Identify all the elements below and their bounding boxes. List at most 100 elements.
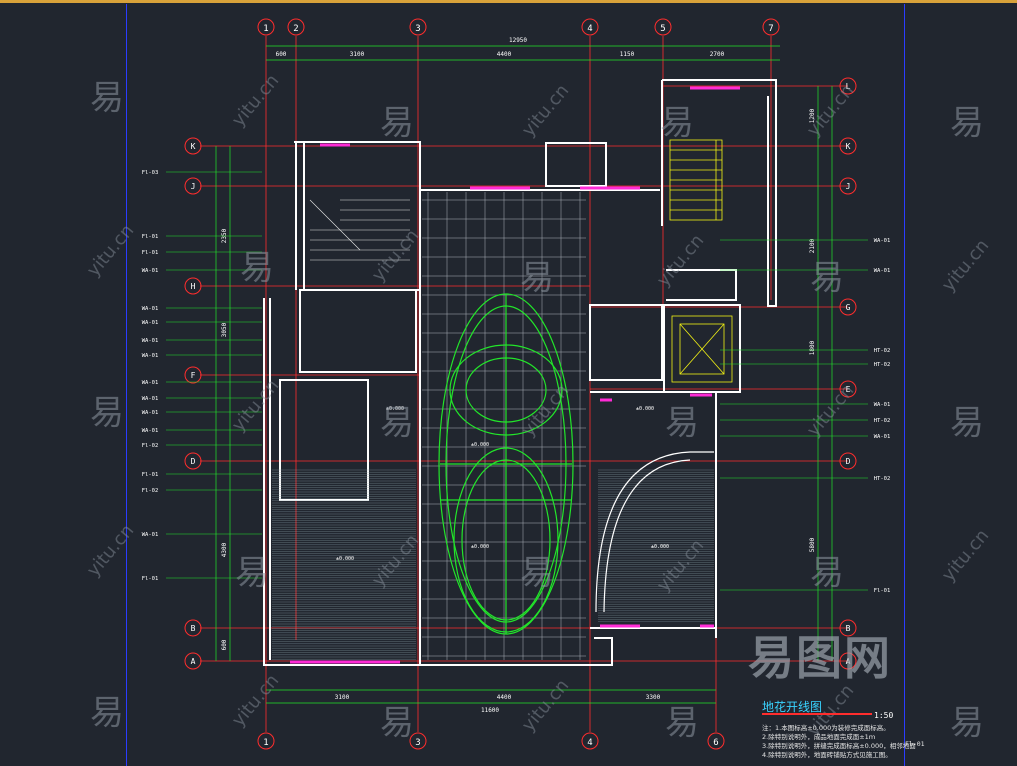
material-tag-left: WA-01 xyxy=(142,396,159,402)
room-elevation: ±0.000 xyxy=(386,406,404,412)
dim-right-segment: 2100 xyxy=(809,238,816,253)
grid-label-top: 7 xyxy=(768,24,773,34)
grid-label-top: 2 xyxy=(293,24,298,34)
material-tag-left: WA-01 xyxy=(142,428,159,434)
stairs-left-white xyxy=(309,199,410,261)
dim-top-segment: 3100 xyxy=(350,51,365,58)
grid-bubble-right xyxy=(839,452,857,470)
room-elevation: ±0.000 xyxy=(471,442,489,448)
sheet-border-right xyxy=(904,4,905,766)
grid-bubble-top xyxy=(654,18,672,36)
grid-label-top: 3 xyxy=(415,24,420,34)
grid-bubble-bottom xyxy=(257,732,275,750)
grid-label-top: 5 xyxy=(660,24,665,34)
dim-top-segment: 1150 xyxy=(620,51,635,58)
dim-bottom-total: 11600 xyxy=(481,707,499,714)
dimension-lines xyxy=(215,45,833,704)
grid-label-left: A xyxy=(191,657,196,666)
dim-left-segment: 3050 xyxy=(221,322,228,337)
room-elevation: ±0.000 xyxy=(336,556,354,562)
grid-bubble-right xyxy=(839,77,857,95)
grid-label-bottom: 4 xyxy=(587,738,592,748)
dim-top-segment: 2700 xyxy=(710,51,725,58)
grid-bubble-right xyxy=(839,177,857,195)
material-tag-left: WA-01 xyxy=(142,380,159,386)
grid-label-right: L xyxy=(846,82,851,91)
grid-label-right: A xyxy=(846,657,851,666)
magenta-markers xyxy=(290,86,740,664)
dim-right-segment: 1200 xyxy=(809,108,816,123)
grid-label-bottom: 3 xyxy=(415,738,420,748)
dim-right-segment: 5800 xyxy=(809,537,816,552)
grid-label-left: B xyxy=(191,624,196,633)
material-tag-left: WA-01 xyxy=(142,268,159,274)
watermark-char: 易 xyxy=(520,553,554,593)
dim-bottom-segment: 4400 xyxy=(497,694,512,701)
watermark-char: 易 xyxy=(240,248,274,288)
watermark-char: 易 xyxy=(90,78,124,118)
room-elevation: ±0.000 xyxy=(636,406,654,412)
top-accent-line xyxy=(0,0,1017,3)
watermark-char: 易 xyxy=(950,703,984,743)
drawing-scale: 1:50 xyxy=(874,711,894,720)
grid-bubble-left xyxy=(184,177,202,195)
room-elevation: ±0.000 xyxy=(651,544,669,550)
grid-bubble-top xyxy=(409,18,427,36)
grid-bubble-right xyxy=(839,652,857,670)
note-line: 3.除特别说明外，拼缝完成面标高±0.000，相邻地面 xyxy=(762,742,916,750)
bedroom-right-arc xyxy=(595,451,714,613)
corner-material-tag: Fl-01 xyxy=(905,740,925,748)
grid-label-left: H xyxy=(191,282,196,291)
grid-label-right: K xyxy=(846,142,851,151)
grid-label-left: D xyxy=(191,457,196,466)
grid-label-right: J xyxy=(846,182,851,191)
grid-label-right: E xyxy=(846,385,851,394)
drawing-notes: 注：1.本图标高±0.000为装修完成面标高。 2.除特别说明外，成品地面完成面… xyxy=(762,724,916,760)
watermark-char: 易 xyxy=(950,403,984,443)
dim-left-segment: 4300 xyxy=(221,542,228,557)
watermark-char: 易 xyxy=(90,393,124,433)
material-tag-right: HT-02 xyxy=(874,362,891,368)
grid-bubble-bottom xyxy=(707,732,725,750)
material-tag-right: Fl-01 xyxy=(874,588,891,594)
dim-bottom-segment: 3100 xyxy=(335,694,350,701)
material-tag-left: WA-01 xyxy=(142,320,159,326)
material-tag-left: WA-01 xyxy=(142,410,159,416)
grid-bubble-left xyxy=(184,277,202,295)
note-line: 2.除特别说明外，成品地面完成面±1ｍ xyxy=(762,733,876,741)
grid-bubble-bottom xyxy=(581,732,599,750)
central-floor-medallion xyxy=(438,293,574,635)
watermark-char: 易 xyxy=(380,103,414,143)
material-tag-left: WA-01 xyxy=(142,353,159,359)
dim-top-segment: 600 xyxy=(276,51,287,58)
watermark-char: 易 xyxy=(665,703,699,743)
material-tag-right: HT-02 xyxy=(874,418,891,424)
grid-bubble-top xyxy=(581,18,599,36)
material-tag-left: WA-01 xyxy=(142,532,159,538)
material-tag-left: WA-01 xyxy=(142,338,159,344)
watermark-char: 易 xyxy=(90,693,124,733)
material-tags: Fl-03Fl-01Fl-01WA-01WA-01WA-01WA-01WA-01… xyxy=(142,170,891,594)
grid-label-left: J xyxy=(191,182,196,191)
grid-bubble-left xyxy=(184,619,202,637)
room-elevation: ±0.000 xyxy=(471,544,489,550)
grid-bubble-left xyxy=(184,137,202,155)
watermark-char: 易 xyxy=(810,553,844,593)
material-tag-right: WA-01 xyxy=(874,268,891,274)
material-tag-left: Fl-01 xyxy=(142,234,159,240)
grid-bubble-bottom xyxy=(409,732,427,750)
grid-bubble-top xyxy=(287,18,305,36)
grid-label-right: G xyxy=(846,303,851,312)
material-tag-left: Fl-01 xyxy=(142,250,159,256)
watermark-char: 易 xyxy=(380,403,414,443)
material-tag-left: Fl-02 xyxy=(142,488,159,494)
material-tag-right: HT-02 xyxy=(874,348,891,354)
grid-label-top: 4 xyxy=(587,24,592,34)
drawing-title: 地花开线图 xyxy=(762,700,823,714)
watermark-char: 易 xyxy=(380,703,414,743)
material-tag-left: WA-01 xyxy=(142,306,159,312)
